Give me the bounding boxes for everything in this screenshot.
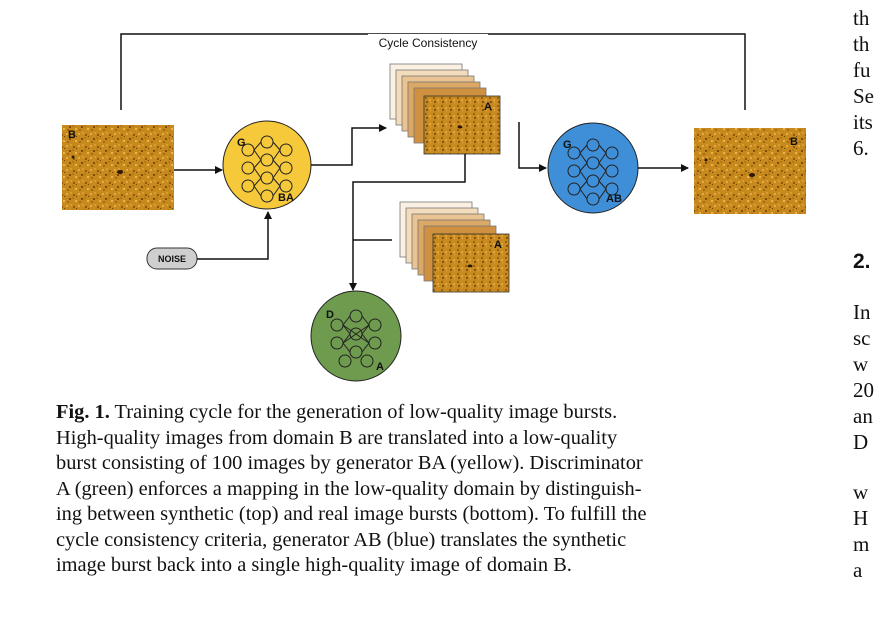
rc-line: th bbox=[853, 32, 870, 56]
rc-line: an bbox=[853, 404, 873, 428]
cycle-consistency-bracket: Cycle Consistency bbox=[120, 33, 746, 110]
generator-ba-top-label: G bbox=[237, 137, 246, 149]
output-image-b: B bbox=[694, 128, 806, 214]
figure-caption: Fig. 1. Training cycle for the generatio… bbox=[56, 400, 821, 579]
generator-ba-bottom-label: BA bbox=[278, 192, 294, 204]
rc-line: w bbox=[853, 480, 869, 504]
caption-line-1: Fig. 1. Training cycle for the generatio… bbox=[56, 401, 618, 423]
rc-line: fu bbox=[853, 58, 871, 82]
synthetic-burst-stack: A bbox=[389, 63, 501, 155]
caption-line-2: High-quality images from domain B are tr… bbox=[56, 426, 618, 449]
discriminator-bottom-label: A bbox=[376, 361, 384, 373]
generator-ab-bottom-label: AB bbox=[606, 193, 622, 205]
noise-label: NOISE bbox=[158, 254, 186, 264]
rc-line: th bbox=[853, 6, 870, 30]
input-image-b: B bbox=[62, 125, 174, 210]
generator-ab-top-label: G bbox=[563, 139, 572, 151]
rc-line: H bbox=[853, 506, 869, 530]
generator-ab: G AB bbox=[547, 122, 639, 214]
caption-line-6: cycle consistency criteria, generator AB… bbox=[56, 528, 627, 551]
rc-line: 6. bbox=[853, 136, 869, 160]
rc-heading: 2. bbox=[853, 250, 871, 273]
discriminator-a: D A bbox=[310, 290, 402, 382]
rc-line: In bbox=[853, 300, 871, 324]
output-image-label: B bbox=[790, 136, 798, 148]
caption-line-3: burst consisting of 100 images by genera… bbox=[56, 452, 643, 474]
discriminator-top-label: D bbox=[326, 309, 334, 321]
rc-line: a bbox=[853, 558, 863, 582]
caption-line-4: A (green) enforces a mapping in the low-… bbox=[56, 477, 642, 500]
rc-line: w bbox=[853, 352, 869, 376]
adjacent-column-text: th th fu Se its 6. 2. In sc w 20 an D w … bbox=[853, 0, 875, 641]
rc-line: m bbox=[853, 532, 870, 556]
arrow-synthetic-to-generator-ab bbox=[518, 122, 547, 172]
cycle-consistency-label: Cycle Consistency bbox=[379, 36, 478, 50]
real-stack-label: A bbox=[494, 239, 502, 251]
caption-line-7: image burst back into a single high-qual… bbox=[56, 554, 572, 576]
caption-prefix: Fig. 1. bbox=[56, 401, 110, 423]
noise-input: NOISE bbox=[146, 211, 272, 270]
rc-line: D bbox=[853, 430, 869, 454]
input-image-label: B bbox=[68, 129, 76, 141]
generator-ba: G BA bbox=[222, 120, 312, 210]
real-burst-stack: A bbox=[399, 201, 510, 293]
caption-line-5: ing between synthetic (top) and real ima… bbox=[56, 503, 647, 525]
arrow-generator-to-synthetic bbox=[311, 124, 387, 166]
rc-line: sc bbox=[853, 326, 871, 350]
rc-line: 20 bbox=[853, 378, 874, 402]
training-cycle-diagram: Cycle Consistency B G BA NOISE bbox=[62, 33, 806, 382]
rc-line: its bbox=[853, 110, 873, 134]
synthetic-stack-label: A bbox=[484, 101, 492, 113]
arrow-synthetic-to-discriminator bbox=[349, 154, 466, 291]
rc-line: Se bbox=[853, 84, 874, 108]
